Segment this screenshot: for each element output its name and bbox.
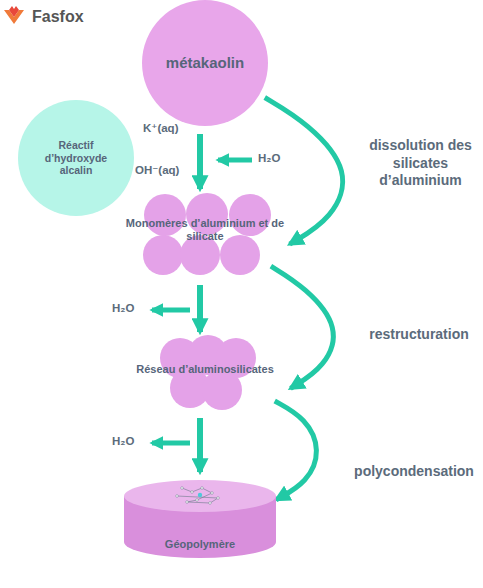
water-arrow [152,441,190,446]
process-step-arrow [271,266,333,388]
flow-arrow [197,418,203,472]
node-label: Réseau d’aluminosilicates [120,363,290,376]
reagent-circle: Réactif d’hydroxyde alcalin [18,100,134,216]
node-label: métakaolin [150,54,260,72]
geopolymer-disc: Géopolymère [122,478,278,562]
water-label: H₂O [112,435,134,447]
node-label: Monomères d’aluminium et de silicate [125,217,285,243]
logo-icon [4,6,24,24]
ion-label: OH⁻(aq) [135,163,179,177]
water-label: H₂O [112,302,134,314]
process-step-arrow [275,401,317,500]
water-arrow [218,158,252,163]
raw-material-circle: métakaolin [142,0,268,126]
node-label: Réactif d’hydroxyde alcalin [27,139,125,177]
brand-logo: Fasfox [32,8,84,26]
step-label: polycondensation [344,462,483,482]
flow-arrow [197,134,203,189]
node-label: Géopolymère [122,538,278,551]
flow-arrow [197,285,203,332]
water-label: H₂O [258,152,280,164]
monomer-cluster: Monomères d’aluminium et de silicate [125,195,285,277]
network-cluster: Réseau d’aluminosilicates [120,338,290,410]
step-label: dissolution des silicates d’aluminium [360,136,481,191]
ion-label: K⁺(aq) [143,121,178,135]
step-label: restructuration [356,325,482,345]
water-arrow [152,308,190,313]
